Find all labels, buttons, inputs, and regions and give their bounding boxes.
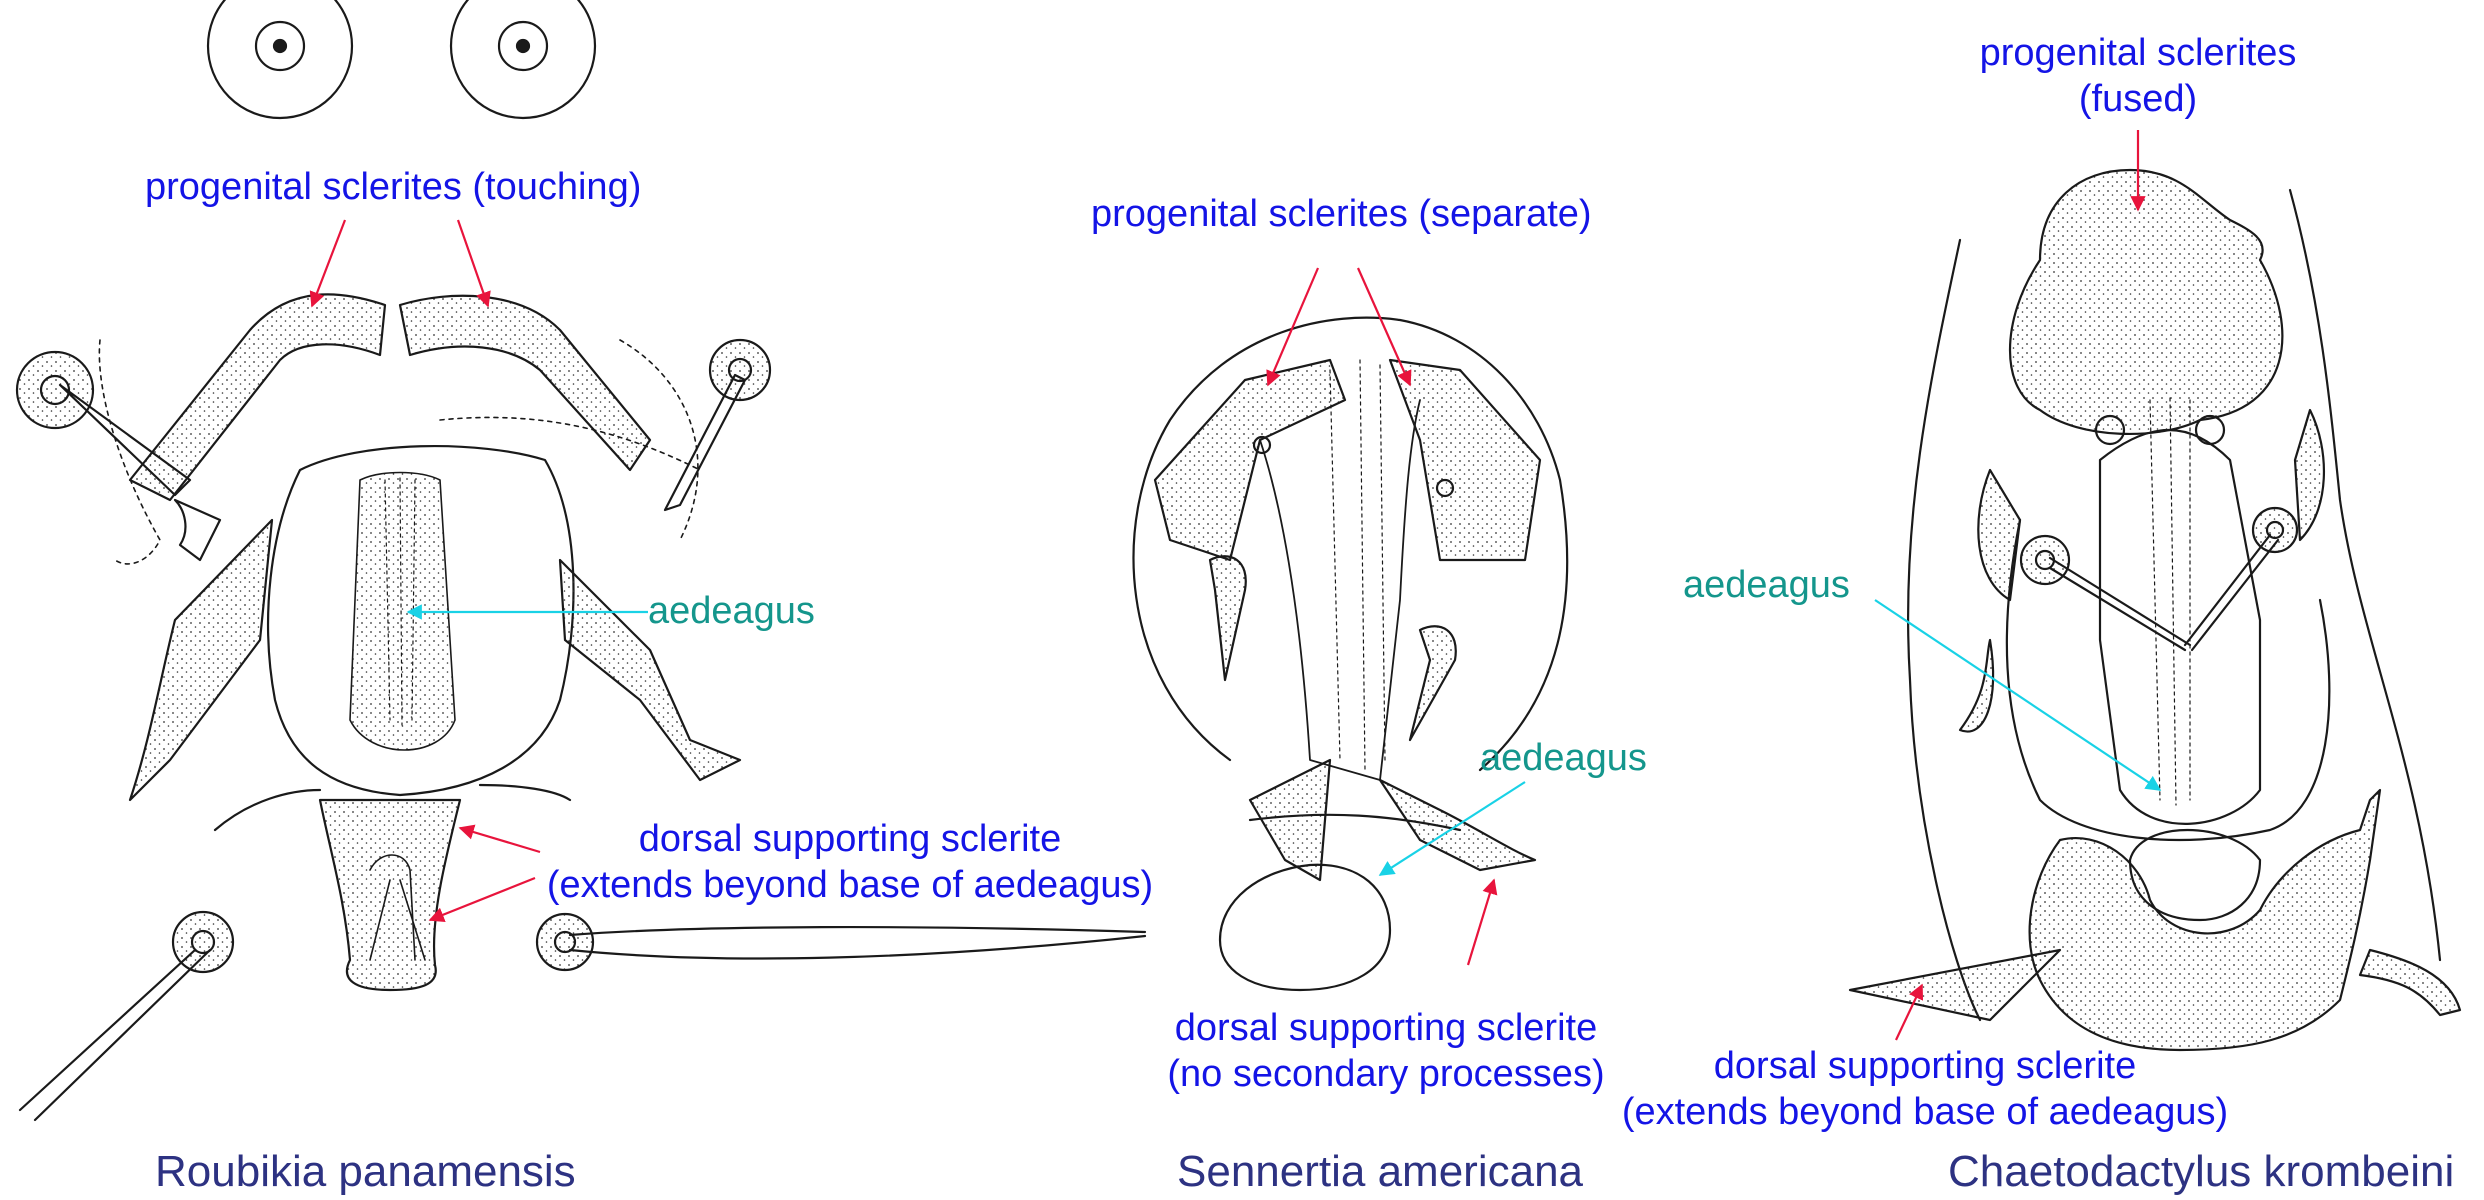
chaetodactylus-progenital-label: progenital sclerites (fused) — [1938, 30, 2338, 122]
sennertia-aedeagus-label: aedeagus — [1480, 737, 1647, 779]
roubikia-progenital-left — [128, 293, 387, 502]
chaetodactylus-dorsal-label: dorsal supporting sclerite (extends beyo… — [1600, 1043, 2250, 1135]
chaetodactylus-seta-left — [2019, 534, 2192, 652]
roubikia-sucker-left — [206, 0, 354, 120]
sennertia-progenital-left — [1153, 358, 1347, 562]
chaetodactylus-drawing — [1848, 168, 2462, 1052]
species-roubikia: Roubikia panamensis — [155, 1147, 576, 1196]
sennertia-dorsal-line1: dorsal supporting sclerite — [1174, 1007, 1598, 1049]
chaetodactylus-progenital-line1: progenital sclerites — [1979, 32, 2297, 74]
species-sennertia: Sennertia americana — [1177, 1147, 1584, 1196]
sennertia-progenital-label: progenital sclerites (separate) — [1091, 193, 1592, 235]
roubikia-aedeagus-label: aedeagus — [648, 590, 815, 632]
sennertia-dorsal-line2: (no secondary processes) — [1167, 1053, 1605, 1095]
sennertia-outer-capsule — [1132, 316, 1569, 772]
arrow-chaetodactylus-aedeagus — [1874, 599, 2162, 791]
roubikia-seta-lower-left — [18, 910, 235, 1122]
chaetodactylus-dorsal-sclerite — [2028, 788, 2382, 1052]
arrow-sennertia-progenital-left — [1266, 267, 1320, 387]
roubikia-seta-right — [663, 338, 772, 512]
roubikia-drawing — [15, 0, 1147, 1122]
roubikia-progenital-label: progenital sclerites (touching) — [145, 166, 642, 208]
roubikia-progenital-right — [398, 294, 652, 472]
roubikia-sucker-right — [449, 0, 597, 120]
arrow-roubikia-progenital-right — [456, 219, 491, 308]
sennertia-dorsal-label: dorsal supporting sclerite (no secondary… — [1136, 1005, 1636, 1097]
roubikia-dorsal-line1: dorsal supporting sclerite — [638, 818, 1062, 860]
label-arrows — [309, 130, 2162, 1041]
roubikia-stalk — [318, 798, 462, 992]
roubikia-dorsal-label: dorsal supporting sclerite (extends beyo… — [530, 816, 1170, 908]
roubikia-seta-long — [535, 912, 1147, 972]
chaetodactylus-progenital-line2: (fused) — [2078, 78, 2198, 120]
chaetodactylus-progenital-fused — [2008, 168, 2284, 436]
chaetodactylus-dorsal-line1: dorsal supporting sclerite — [1713, 1045, 2137, 1087]
chaetodactylus-dorsal-line2: (extends beyond base of aedeagus) — [1621, 1091, 2229, 1133]
arrow-sennertia-aedeagus — [1378, 781, 1526, 876]
sennertia-progenital-right — [1388, 358, 1542, 562]
species-chaetodactylus: Chaetodactylus krombeini — [1948, 1147, 2455, 1196]
arrow-roubikia-progenital-left — [309, 219, 347, 308]
chaetodactylus-seta-right — [2183, 506, 2299, 652]
chaetodactylus-aedeagus-label: aedeagus — [1683, 564, 1850, 606]
roubikia-genital-body — [267, 444, 575, 797]
arrow-chaetodactylus-dorsal — [1895, 983, 1924, 1041]
sennertia-base-oval — [1218, 863, 1392, 992]
arrow-roubikia-dorsal-2 — [428, 876, 536, 923]
roubikia-dorsal-line2: (extends beyond base of aedeagus) — [546, 864, 1154, 906]
arrow-roubikia-dorsal-1 — [458, 824, 541, 854]
arrow-sennertia-dorsal — [1466, 878, 1498, 966]
roubikia-seta-left — [15, 350, 192, 497]
sennertia-drawing — [1132, 316, 1569, 992]
arrow-sennertia-progenital-right — [1356, 267, 1412, 387]
